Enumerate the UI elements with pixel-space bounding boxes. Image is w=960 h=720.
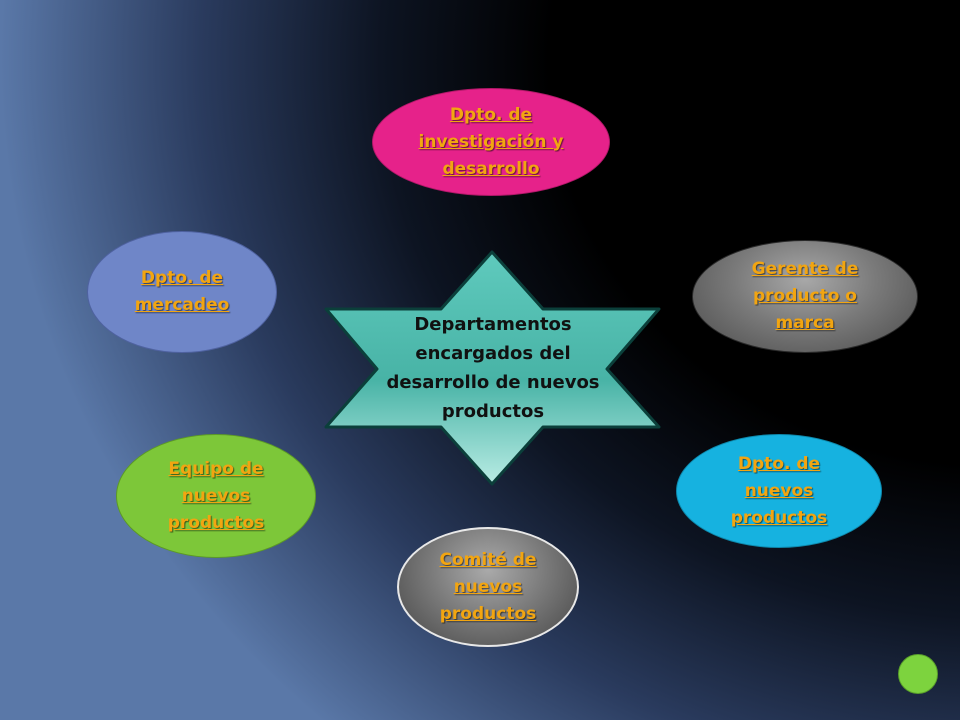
node-label[interactable]: Dpto. de investigación y desarrollo <box>418 104 564 179</box>
center-title: Departamentos encargados del desarrollo … <box>386 314 600 422</box>
corner-action-button[interactable] <box>898 654 938 694</box>
node-gerente-producto[interactable]: Gerente de producto o marca <box>692 240 918 353</box>
node-mercadeo[interactable]: Dpto. de mercadeo <box>87 231 277 353</box>
node-comite-nuevos-productos[interactable]: Comité de nuevos productos <box>397 527 579 647</box>
node-label[interactable]: Gerente de producto o marca <box>751 259 859 333</box>
center-star-shape <box>324 250 661 486</box>
node-investigacion-desarrollo[interactable]: Dpto. de investigación y desarrollo <box>372 88 610 196</box>
node-dpto-nuevos-productos[interactable]: Dpto. de nuevos productos <box>676 434 882 548</box>
node-label[interactable]: Comité de nuevos productos <box>439 549 537 624</box>
node-label[interactable]: Dpto. de nuevos productos <box>730 453 828 528</box>
node-label[interactable]: Dpto. de mercadeo <box>134 268 230 315</box>
node-label[interactable]: Equipo de nuevos productos <box>167 458 265 533</box>
node-equipo-nuevos-productos[interactable]: Equipo de nuevos productos <box>116 434 316 558</box>
